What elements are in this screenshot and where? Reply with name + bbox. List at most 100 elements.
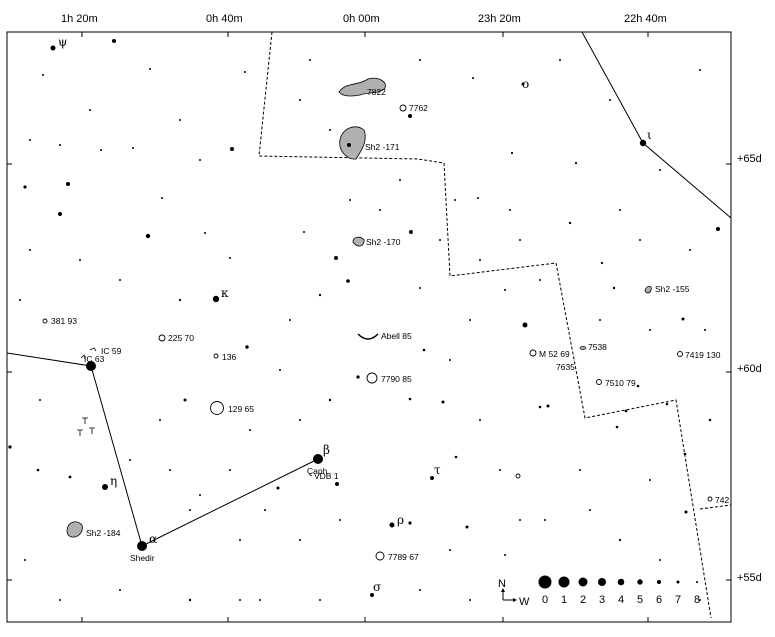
magnitude-dot-0: [538, 575, 552, 589]
star: [615, 425, 619, 429]
star: [347, 143, 351, 147]
magnitude-dot-7: [676, 580, 680, 584]
star: [419, 287, 421, 289]
star: [346, 279, 350, 283]
star: [649, 329, 651, 331]
magnitude-label-2: 2: [580, 594, 586, 606]
star: [465, 525, 469, 529]
star: [599, 319, 601, 321]
dec-label-60: +60d: [737, 363, 762, 375]
abell-85-shape: [357, 333, 379, 340]
star: [230, 147, 234, 151]
star: [249, 429, 251, 431]
magnitude-label-7: 7: [675, 594, 681, 606]
star: [129, 459, 131, 461]
cluster-129: [210, 401, 224, 415]
star: [161, 197, 163, 199]
dso-label-381: 381 93: [51, 316, 77, 326]
star: [430, 476, 434, 480]
dso-label-sh2-170: Sh2 -170: [366, 237, 401, 247]
dso-label-7538: 7538: [588, 342, 607, 352]
star: [39, 399, 41, 401]
greek-alpha: α: [149, 532, 157, 546]
dso-label-7762: 7762: [409, 103, 428, 113]
star: [419, 589, 421, 591]
axis-ticks: [7, 32, 731, 622]
dso-label-7419: 7419 130: [685, 350, 721, 360]
star: [68, 475, 72, 479]
star: [50, 45, 56, 51]
star: [204, 232, 206, 234]
magnitude-dot-4: [617, 578, 625, 586]
star: [119, 589, 121, 591]
magnitude-label-3: 3: [599, 594, 605, 606]
nebula-sh2-170-shape: [352, 236, 365, 247]
star: [544, 519, 546, 521]
greek-iota: ι: [647, 128, 652, 142]
star: [264, 509, 266, 511]
dso-label-m52: M 52 69: [539, 349, 570, 359]
dso-label-7822: 7822: [367, 87, 386, 97]
star: [684, 510, 688, 514]
star: [716, 227, 720, 231]
star: [619, 209, 621, 211]
star: [559, 59, 561, 61]
star: [289, 319, 291, 321]
star: [313, 454, 323, 464]
star: [618, 538, 622, 542]
star: [681, 317, 685, 321]
ra-label-0h40m: 0h 40m: [206, 13, 243, 25]
star: [659, 559, 661, 561]
star: [239, 539, 241, 541]
dso-label-7790: 7790 85: [381, 374, 412, 384]
star: [499, 469, 501, 471]
star: [356, 375, 360, 379]
star: [612, 286, 616, 290]
star: [379, 209, 381, 211]
star: [399, 179, 401, 181]
star: [519, 239, 521, 241]
star: [519, 519, 521, 521]
star: [279, 369, 281, 371]
star: [504, 289, 506, 291]
star: [59, 144, 61, 146]
magnitude-dot-6: [657, 580, 661, 584]
star: [636, 384, 640, 388]
nebula-sh2-155-shape: [644, 285, 652, 294]
star: [299, 99, 301, 101]
star: [119, 279, 121, 281]
cluster-381: [42, 318, 48, 324]
star: [86, 361, 96, 371]
star: [708, 418, 712, 422]
star: [521, 82, 525, 86]
star: [199, 159, 201, 161]
star-name-caph: Caph: [307, 466, 328, 476]
star-name-shedir: Shedir: [130, 553, 155, 563]
dso-label-ic-63: IC 63: [84, 354, 105, 364]
star: [29, 249, 31, 251]
cluster-7423: [707, 496, 713, 502]
star: [59, 599, 61, 601]
star: [469, 599, 471, 601]
magnitude-dot-5: [637, 579, 643, 585]
star: [639, 139, 647, 147]
nebula-7538-shape: [579, 346, 587, 350]
star: [649, 479, 651, 481]
dso-label-sh2-155: Sh2 -155: [655, 284, 690, 294]
star: [449, 549, 451, 551]
star: [472, 77, 474, 79]
cluster-7510: [596, 379, 602, 385]
star: [704, 329, 706, 331]
star: [212, 295, 220, 303]
greek-tau: τ: [434, 463, 441, 477]
magnitude-label-1: 1: [561, 594, 567, 606]
dso-label-225: 225 70: [168, 333, 194, 343]
dec-label-55: +55d: [737, 572, 762, 584]
star: [29, 139, 31, 141]
star: [319, 599, 321, 601]
dso-label-129: 129 65: [228, 404, 254, 414]
star: [229, 257, 231, 259]
magnitude-label-4: 4: [618, 594, 624, 606]
star: [132, 147, 134, 149]
star: [639, 239, 641, 241]
